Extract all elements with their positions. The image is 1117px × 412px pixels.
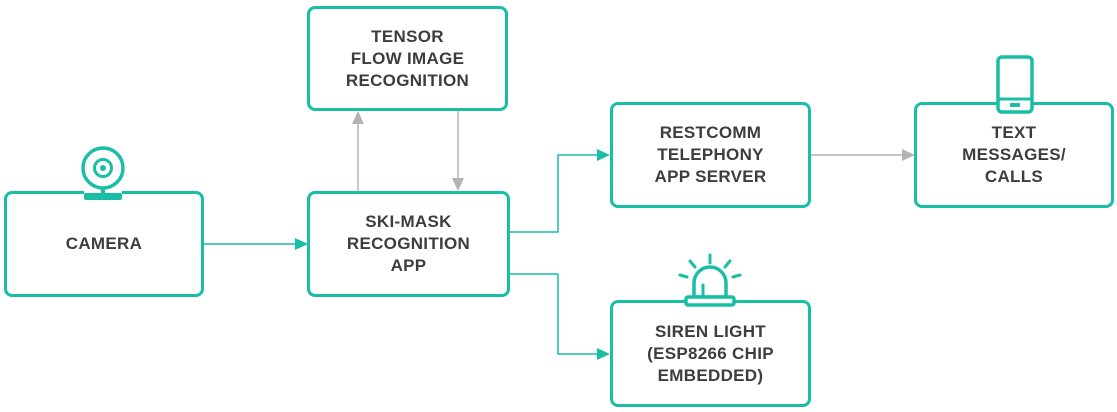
node-camera-label: CAMERA: [65, 234, 143, 253]
webcam-icon: [81, 146, 125, 200]
node-camera: CAMERA: [4, 191, 204, 297]
edge-skimask-to-tensorflow: [352, 111, 364, 191]
edge-restcomm-to-textmessages: [811, 149, 915, 161]
edge-skimask-to-siren: [510, 273, 610, 360]
edge-tensorflow-to-skimask: [452, 111, 464, 191]
node-skimask: SKI-MASK RECOGNITION APP: [307, 191, 510, 297]
node-text-messages-label: TEXT MESSAGES/ CALLS: [962, 123, 1066, 186]
node-siren-label: SIREN LIGHT (ESP8266 CHIP EMBEDDED): [647, 321, 774, 385]
node-tensorflow-label: TENSOR FLOW IMAGE RECOGNITION: [345, 26, 470, 90]
node-skimask-label: SKI-MASK RECOGNITION APP: [346, 212, 471, 275]
edge-skimask-to-restcomm: [510, 149, 610, 233]
edge-camera-to-skimask: [204, 238, 308, 250]
node-restcomm-label: RESTCOMM TELEPHONY APP SERVER: [654, 123, 767, 186]
node-text-messages: TEXT MESSAGES/ CALLS: [914, 102, 1114, 208]
mobile-phone-icon: [996, 55, 1034, 114]
node-restcomm: RESTCOMM TELEPHONY APP SERVER: [610, 102, 811, 208]
node-tensorflow: TENSOR FLOW IMAGE RECOGNITION: [307, 6, 508, 111]
node-siren: SIREN LIGHT (ESP8266 CHIP EMBEDDED): [610, 300, 811, 407]
siren-light-icon: [678, 253, 742, 307]
